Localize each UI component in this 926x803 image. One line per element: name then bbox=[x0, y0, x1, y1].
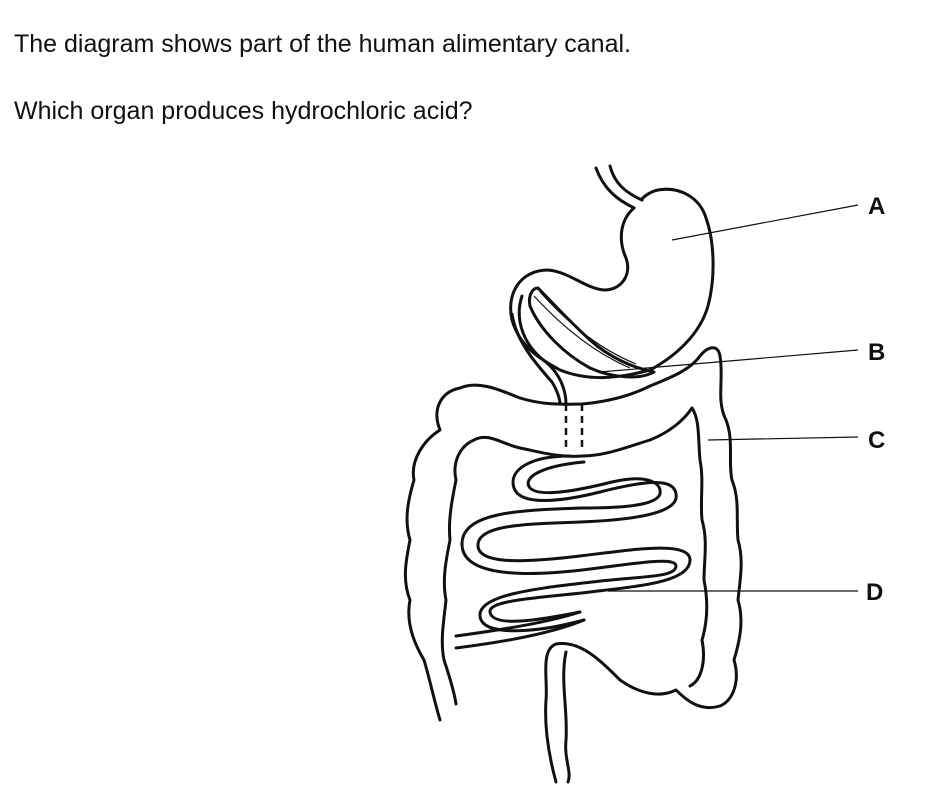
question-prompt: Which organ produces hydrochloric acid? bbox=[14, 97, 473, 125]
rectum bbox=[544, 642, 622, 784]
small-intestine bbox=[454, 454, 692, 650]
stomach bbox=[509, 187, 715, 379]
label-c: C bbox=[868, 427, 885, 454]
label-d: D bbox=[866, 579, 883, 606]
label-b: B bbox=[868, 339, 885, 366]
large-intestine bbox=[403, 346, 743, 722]
pancreas bbox=[528, 286, 656, 379]
leader-line-b bbox=[599, 349, 859, 373]
question-intro: The diagram shows part of the human alim… bbox=[14, 30, 631, 58]
oesophagus bbox=[594, 164, 644, 210]
leader-line-a bbox=[671, 204, 859, 241]
duodenum bbox=[510, 294, 584, 452]
leader-line-c bbox=[707, 436, 859, 441]
label-leaders bbox=[599, 204, 859, 592]
label-a: A bbox=[868, 193, 885, 220]
